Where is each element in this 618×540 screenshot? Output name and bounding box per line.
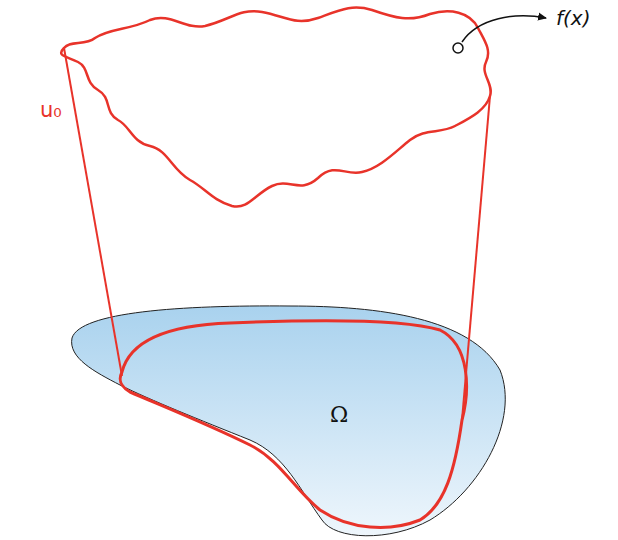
pointer-arrow — [462, 16, 546, 42]
domain-label: Ω — [330, 404, 348, 426]
point-marker — [453, 43, 463, 53]
graph-curve — [61, 8, 491, 207]
boundary-curve — [120, 321, 466, 528]
value-label: f(x) — [556, 8, 590, 28]
vertical-line — [64, 48, 122, 376]
vertical-line — [462, 96, 490, 420]
function-label: u₀ — [40, 100, 62, 121]
domain-omega — [72, 306, 506, 536]
